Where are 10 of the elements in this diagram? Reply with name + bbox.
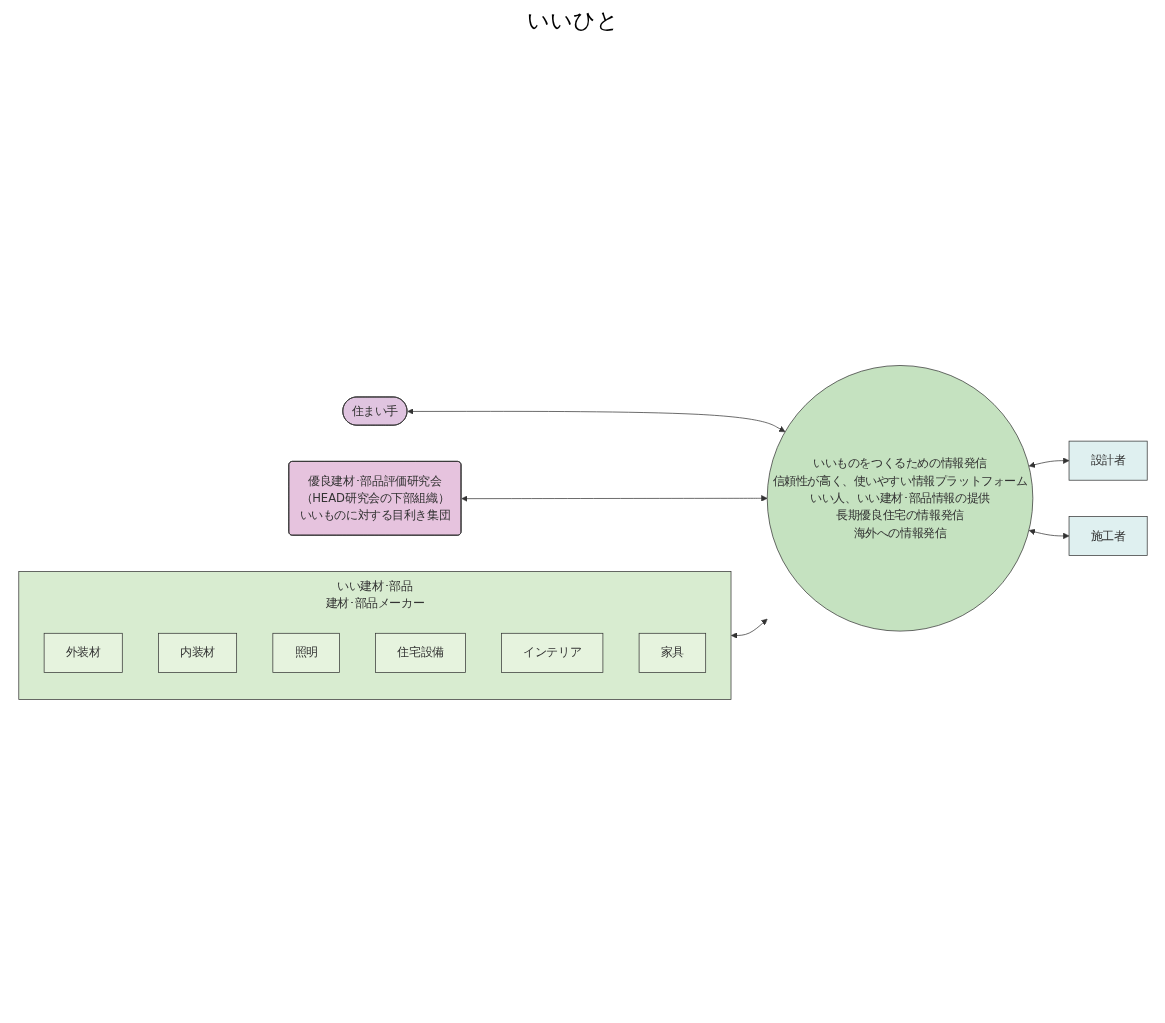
node-box: インテリア (500, 632, 603, 673)
node-box: 住宅設備 (374, 632, 466, 673)
node-box: 設計者 (1068, 440, 1148, 481)
note-text: いいひと (526, 8, 619, 33)
node-circle: いいものをつくるための情報発信 信頼性が高く、使いやすい情報プラットフォーム いい人、いい建材･部品情報の提供 長期優良住宅の情報発信 海外への情報発信 (766, 365, 1033, 632)
node-box: 家具 (638, 632, 706, 673)
node-box: 内装材 (157, 632, 237, 673)
node-box: 施工者 (1068, 516, 1148, 556)
node-box: 照明 (272, 632, 340, 673)
node-box: 外装材 (43, 632, 123, 673)
